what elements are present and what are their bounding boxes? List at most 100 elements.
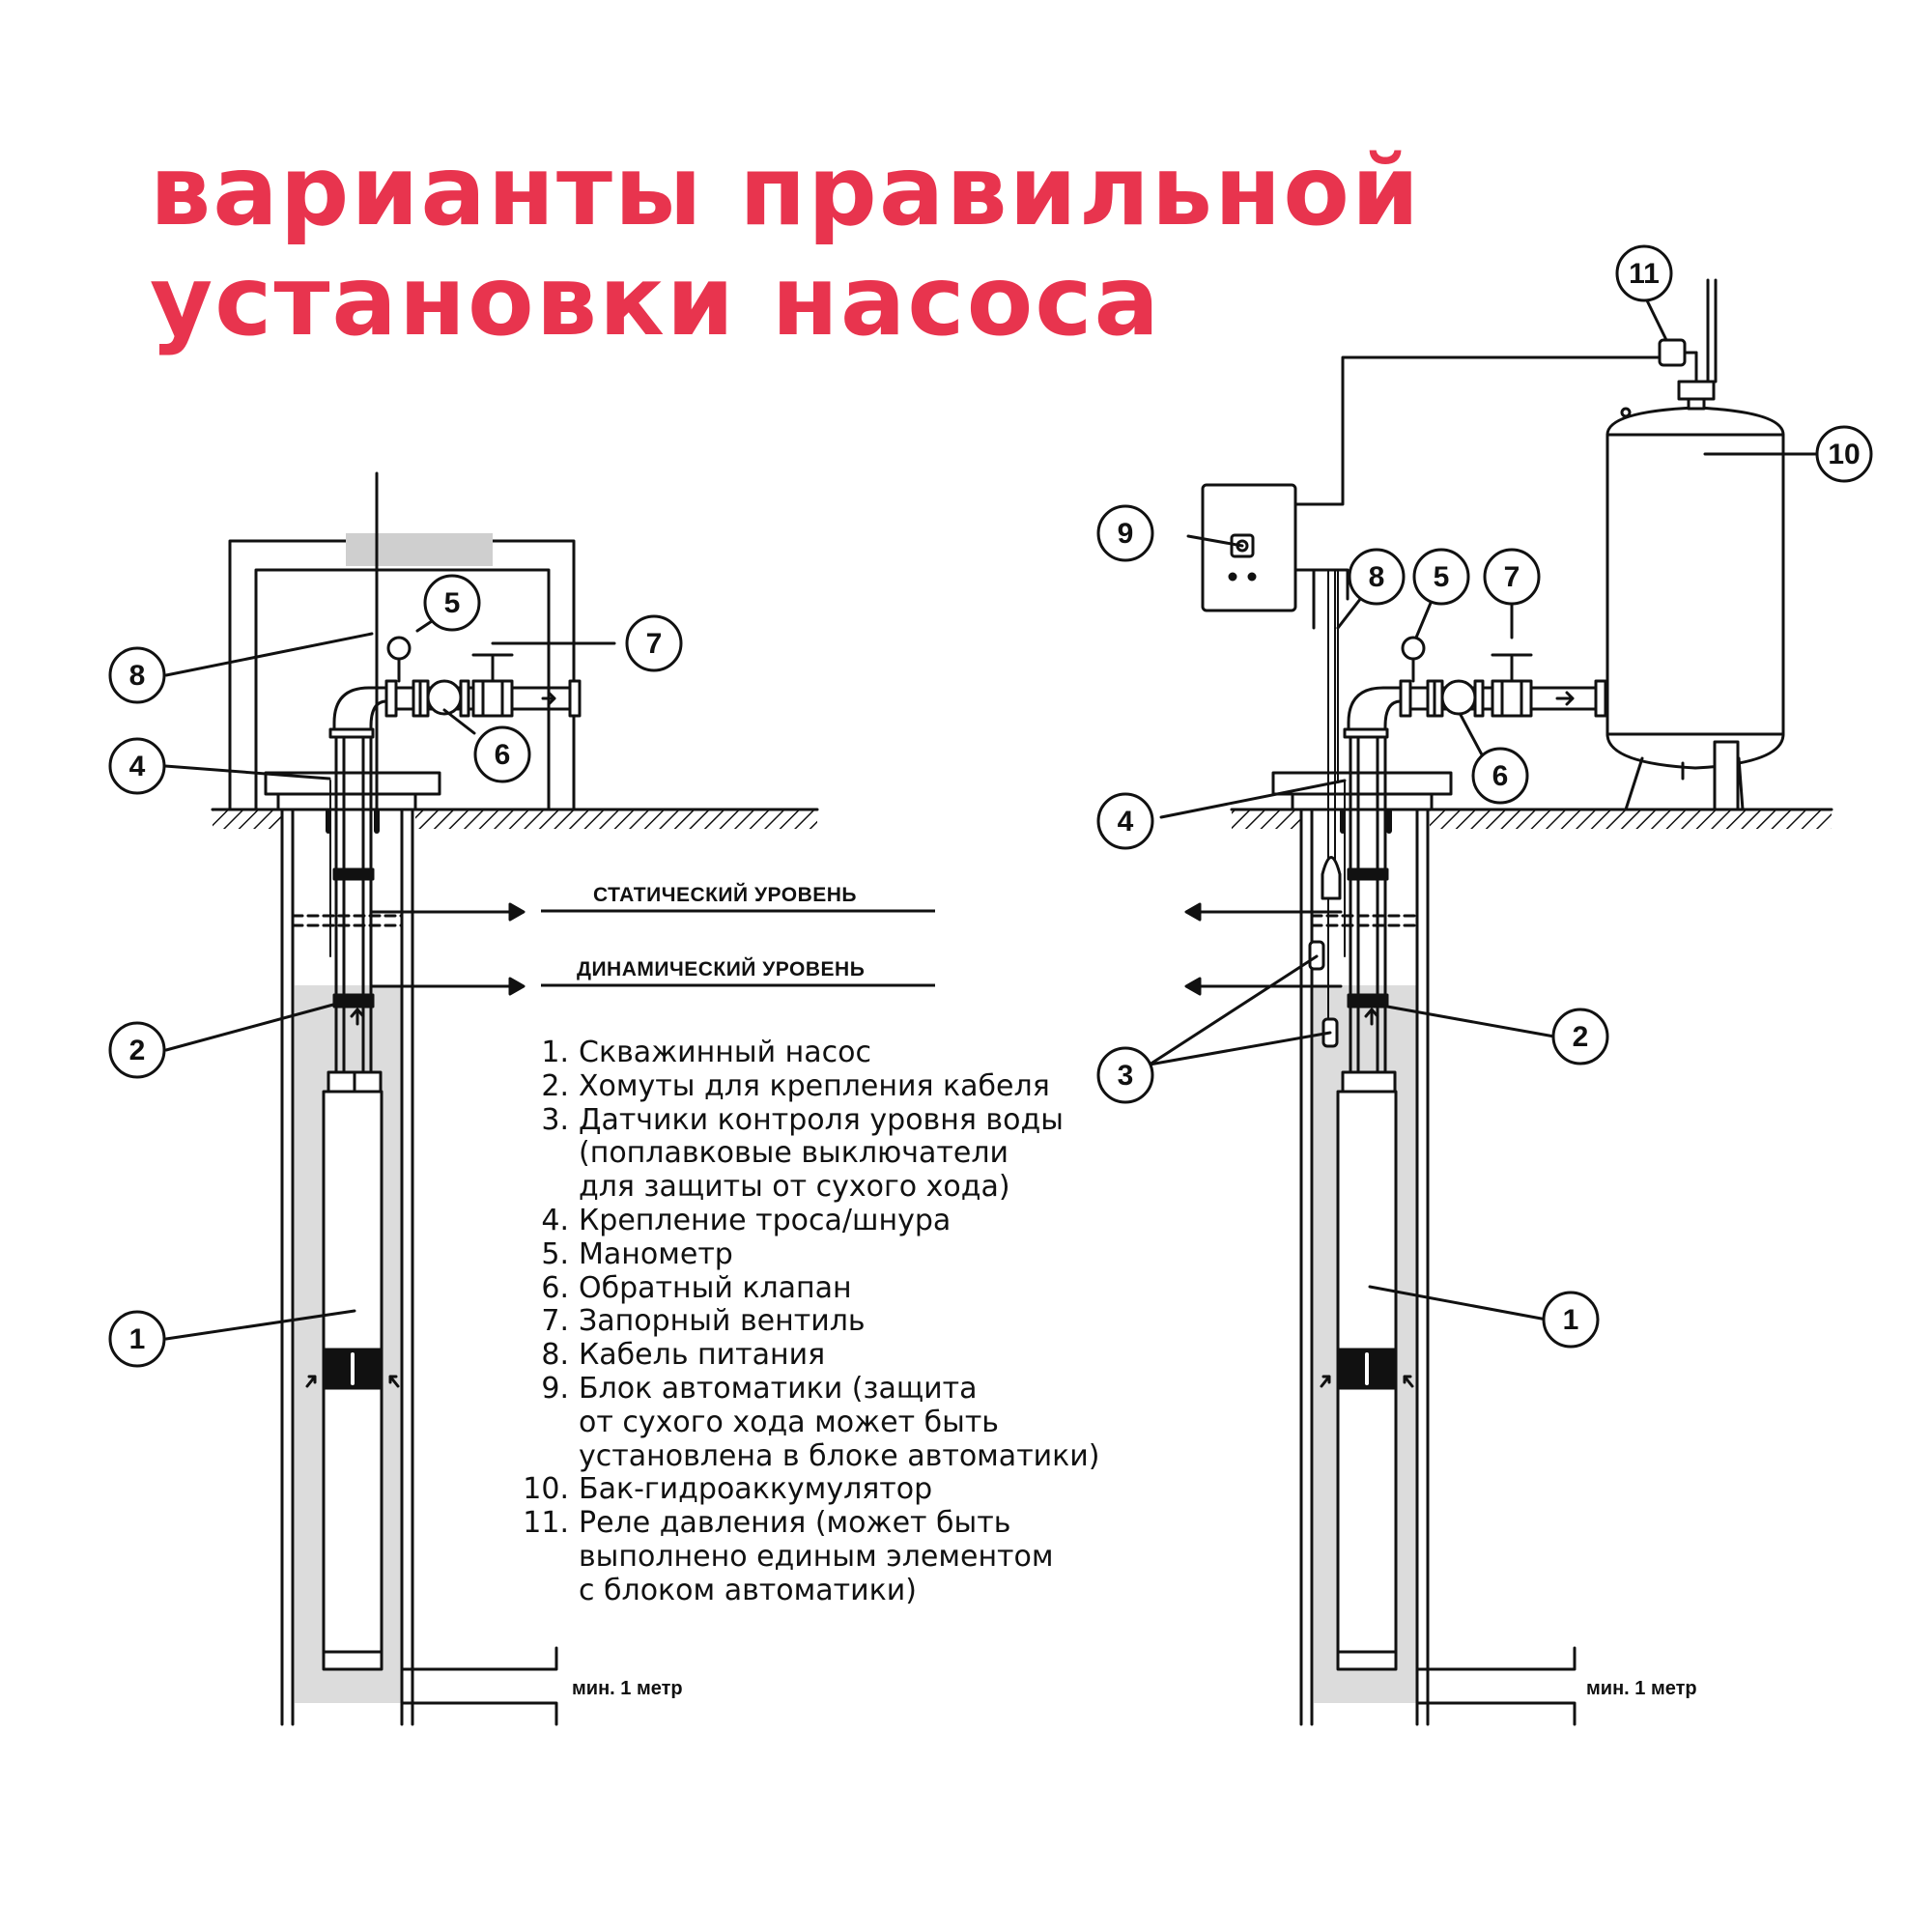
right-callout-label-5: 5 xyxy=(1434,561,1450,593)
left-static-level xyxy=(291,902,526,927)
title-line-1: варианты правильной xyxy=(150,134,1422,247)
legend-item-text: Крепление троса/шнура xyxy=(579,1203,1120,1238)
right-callout-circle-2 xyxy=(1551,1008,1609,1065)
legend-item-line: Блок автоматики (защита xyxy=(579,1371,978,1406)
legend-item-line: Скважинный насос xyxy=(579,1036,871,1069)
left-callout-label-4: 4 xyxy=(129,751,146,782)
dynamic-level-label: ДИНАМИЧЕСКИЙ УРОВЕНЬ xyxy=(577,957,865,980)
left-dynamic-level xyxy=(369,977,526,996)
left-callout-label-1: 1 xyxy=(129,1323,146,1355)
legend-item-text: Бак-гидроаккумулятор xyxy=(579,1473,1120,1507)
right-callout-circle-9 xyxy=(1096,504,1154,562)
right-callout-label-3: 3 xyxy=(1118,1060,1134,1092)
legend-item-text: Скважинный насос xyxy=(579,1036,1120,1070)
left-callout-label-7: 7 xyxy=(646,628,663,660)
static-level-label: СТАТИЧЕСКИЙ УРОВЕНЬ xyxy=(593,883,857,906)
legend-item-text: Запорный вентиль xyxy=(579,1305,1120,1339)
min-depth-label-right: мин. 1 метр xyxy=(1586,1678,1697,1699)
right-callout-label-9: 9 xyxy=(1118,518,1134,550)
left-callout-circle-8 xyxy=(108,646,166,704)
left-callout-circle-7 xyxy=(625,614,683,672)
legend-item-line: Хомуты для крепления кабеля xyxy=(579,1068,1050,1103)
legend-item-number: 9. xyxy=(541,1371,569,1406)
right-dynamic-level xyxy=(1184,977,1343,996)
right-callout-circle-7 xyxy=(1483,548,1541,606)
left-callouts: 8 5 7 6 4 2 1 xyxy=(108,574,683,1368)
left-callout-circle-1 xyxy=(108,1310,166,1368)
left-callout-label-5: 5 xyxy=(444,587,461,619)
left-callout-circle-4 xyxy=(108,737,166,795)
right-static-level xyxy=(1184,902,1419,927)
min-depth-label-left: мин. 1 метр xyxy=(572,1678,683,1699)
left-callout-label-6: 6 xyxy=(495,739,511,771)
right-callout-label-6: 6 xyxy=(1492,760,1509,792)
left-pump xyxy=(305,1008,400,1671)
legend-item-line: Обратный клапан xyxy=(579,1270,852,1305)
legend-item-line: Бак-гидроаккумулятор xyxy=(579,1472,933,1507)
legend-item: 5. Манометр xyxy=(507,1236,1120,1272)
legend-item-number: 1. xyxy=(541,1036,569,1069)
legend-item-number: 3. xyxy=(541,1102,569,1137)
right-discharge-piping xyxy=(1343,636,1607,739)
right-callout-circle-1 xyxy=(1542,1291,1600,1349)
legend-item-number: 4. xyxy=(541,1203,569,1237)
legend-item: 7.Запорный вентиль xyxy=(507,1305,1120,1339)
legend-item: 10. Бак-гидроаккумулятор xyxy=(507,1473,1120,1507)
left-callout-label-8: 8 xyxy=(129,660,146,692)
legend-item-text: Кабель питания xyxy=(579,1338,1120,1373)
left-well-casing xyxy=(280,808,414,1726)
left-callout-circle-5 xyxy=(423,574,481,632)
right-min-depth-bracket xyxy=(1415,1646,1577,1726)
legend-item-line: Крепление троса/шнура xyxy=(579,1203,952,1237)
right-callout-label-2: 2 xyxy=(1573,1021,1589,1053)
legend-item: 4. Крепление троса/шнура xyxy=(507,1203,1120,1238)
legend-item-line: выполнено единым элементом xyxy=(579,1539,1054,1574)
right-callout-label-8: 8 xyxy=(1369,561,1385,593)
legend-item-number: 11. xyxy=(523,1506,569,1541)
legend-item-number: 6. xyxy=(541,1270,569,1305)
legend-item-text: Хомуты для крепления кабеля xyxy=(579,1068,1120,1104)
legend-item-line: с блоком автоматики) xyxy=(579,1573,917,1607)
legend-item-line: Кабель питания xyxy=(579,1338,826,1373)
legend-item-number: 2. xyxy=(541,1068,569,1103)
legend-item-number: 5. xyxy=(541,1236,569,1271)
legend-item-number: 10. xyxy=(523,1472,569,1507)
legend-item-text: Датчики контроля уровня воды(поплавковые… xyxy=(579,1103,1120,1205)
left-riser-pipe xyxy=(326,732,383,1094)
right-callout-circle-3 xyxy=(1096,1046,1154,1104)
right-callout-label-10: 10 xyxy=(1828,439,1860,470)
right-callout-circle-10 xyxy=(1815,425,1873,483)
legend-item-line: Манометр xyxy=(579,1236,733,1271)
left-discharge-piping xyxy=(328,636,582,739)
right-float-sensors xyxy=(1308,569,1342,1048)
legend-item: 3. Датчики контроля уровня воды(поплавков… xyxy=(507,1102,1120,1205)
right-callout-circle-8 xyxy=(1348,548,1406,606)
legend-item: 1. Скважинный насос xyxy=(507,1036,1120,1070)
left-installation xyxy=(163,471,819,1726)
right-callout-circle-11 xyxy=(1615,244,1673,302)
right-callout-label-4: 4 xyxy=(1118,806,1134,838)
right-callout-circle-6 xyxy=(1471,747,1529,805)
legend-item-number: 8. xyxy=(541,1338,569,1373)
legend-item: 2. Хомуты для крепления кабеля xyxy=(507,1068,1120,1104)
right-control-box xyxy=(1201,355,1663,783)
right-callout-label-7: 7 xyxy=(1504,561,1520,593)
legend-item-line: установлена в блоке автоматики) xyxy=(579,1438,1100,1473)
right-pressure-relay xyxy=(1658,278,1718,411)
legend-item-line: для защиты от сухого хода) xyxy=(579,1170,1010,1205)
left-callout-label-2: 2 xyxy=(129,1035,146,1066)
right-hydro-tank xyxy=(1605,406,1785,811)
legend-item-line: Реле давления (может быть xyxy=(579,1506,1011,1541)
legend-item-line: от сухого хода может быть xyxy=(579,1405,999,1439)
legend-item-text: Манометр xyxy=(579,1236,1120,1272)
right-pump xyxy=(1320,1008,1414,1671)
legend-list: 1. Скважинный насос 2. Хомуты для крепления… xyxy=(507,1036,1120,1608)
title-line-2: установки насоса xyxy=(150,244,1162,357)
right-installation xyxy=(1148,278,1833,1726)
left-caisson xyxy=(228,471,576,811)
